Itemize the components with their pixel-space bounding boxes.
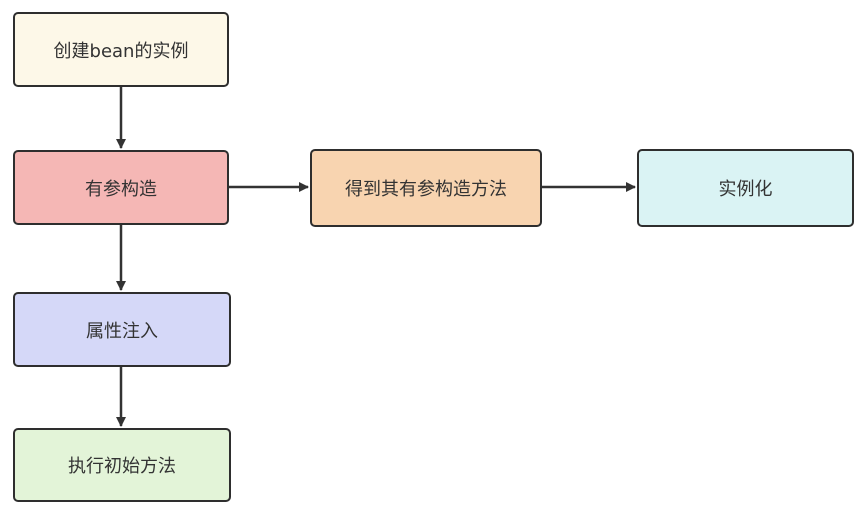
node-init-method: 执行初始方法: [13, 428, 231, 502]
node-label: 属性注入: [86, 320, 158, 342]
node-get-arg-constructor: 得到其有参构造方法: [310, 149, 542, 227]
node-create-bean-instance: 创建bean的实例: [13, 12, 229, 87]
node-label: 实例化: [718, 179, 773, 200]
node-label: 有参构造: [85, 178, 157, 200]
node-label: 执行初始方法: [68, 456, 176, 477]
node-instantiate: 实例化: [637, 149, 854, 227]
node-label: 创建bean的实例: [53, 40, 189, 62]
node-arg-constructor: 有参构造: [13, 150, 229, 225]
node-label: 得到其有参构造方法: [345, 179, 507, 200]
node-property-injection: 属性注入: [13, 292, 231, 367]
